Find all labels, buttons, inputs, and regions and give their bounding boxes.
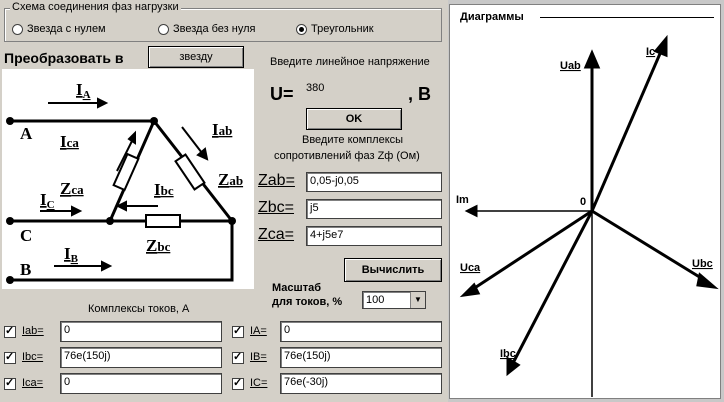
- ib-checkbox[interactable]: [232, 350, 244, 364]
- voltage-prompt: Введите линейное напряжение: [270, 56, 430, 68]
- ic-label: IC=: [250, 377, 268, 389]
- ia-label: IA=: [250, 325, 267, 337]
- ibc-checkbox[interactable]: [4, 350, 16, 364]
- radio-label: Треугольник: [311, 23, 374, 35]
- ica-checkbox[interactable]: [4, 376, 16, 390]
- svg-text:Im: Im: [456, 194, 469, 206]
- iab-output: 0: [60, 321, 222, 342]
- svg-text:IA: IA: [76, 80, 91, 101]
- zca-input[interactable]: 4+j5e7: [306, 226, 442, 246]
- svg-text:B: B: [20, 260, 31, 279]
- scale-label-2: для токов, %: [272, 296, 343, 308]
- impedance-prompt-1: Введите комплексы: [302, 134, 404, 146]
- compute-button[interactable]: Вычислить: [344, 258, 442, 282]
- svg-text:Ica: Ica: [60, 132, 79, 151]
- svg-text:Iab: Iab: [212, 120, 232, 139]
- ia-checkbox[interactable]: [232, 324, 244, 338]
- voltage-value[interactable]: 380: [306, 82, 325, 94]
- diagram-title-rule: [540, 17, 714, 18]
- svg-text:Ubc: Ubc: [692, 258, 713, 270]
- voltage-u-label: U=: [270, 84, 294, 104]
- svg-text:Ibc: Ibc: [500, 348, 516, 360]
- zab-label: Zab=: [258, 172, 295, 189]
- ib-label: IB=: [250, 351, 267, 363]
- ic-output: 76e(-30j): [280, 373, 442, 394]
- radio-label: Звезда без нуля: [173, 23, 256, 35]
- svg-text:Ic: Ic: [646, 46, 655, 58]
- scheme-groupbox: [4, 8, 442, 42]
- svg-text:IC: IC: [40, 190, 55, 211]
- radio-label: Звезда с нулем: [27, 23, 106, 35]
- radio-dot-selected: [296, 23, 307, 35]
- circuit-svg: A CB IA IC IB Ica Iab Ibc Zca Zab Zbc: [6, 80, 243, 284]
- ibc-label: Ibc=: [22, 351, 44, 363]
- ica-output: 0: [60, 373, 222, 394]
- ib-output: 76e(150j): [280, 347, 442, 368]
- svg-text:Zab: Zab: [218, 170, 243, 189]
- zab-input[interactable]: 0,05-j0,05: [306, 172, 442, 192]
- scale-value: 100: [366, 294, 385, 306]
- impedance-prompt-2: сопротивлений фаз Zф (Ом): [274, 150, 420, 162]
- radio-star-with-neutral[interactable]: Звезда с нулем: [12, 23, 106, 35]
- currents-title: Комплексы токов, А: [88, 303, 190, 315]
- svg-text:C: C: [20, 226, 32, 245]
- svg-text:0: 0: [580, 196, 586, 208]
- radio-dot: [12, 23, 23, 35]
- svg-text:Ibc: Ibc: [154, 180, 174, 199]
- svg-text:IB: IB: [64, 244, 79, 265]
- radio-dot: [158, 23, 169, 35]
- ia-output: 0: [280, 321, 442, 342]
- svg-text:Zca: Zca: [60, 179, 84, 198]
- scheme-groupbox-title: Схема соединения фаз нагрузки: [10, 1, 181, 13]
- chevron-down-icon[interactable]: ▼: [410, 292, 425, 308]
- diagram-title: Диаграммы: [460, 11, 524, 23]
- radio-triangle[interactable]: Треугольник: [296, 23, 374, 35]
- scale-label-1: Масштаб: [272, 282, 322, 294]
- svg-text:Uab: Uab: [560, 60, 581, 72]
- svg-text:Zbc: Zbc: [146, 236, 171, 255]
- vector-diagram-panel: Диаграммы Uab Ic Im 0 Uca Ubc Ibc: [449, 4, 721, 399]
- radio-star-without-neutral[interactable]: Звезда без нуля: [158, 23, 256, 35]
- zbc-label: Zbc=: [258, 199, 295, 216]
- ok-button[interactable]: OK: [306, 108, 402, 130]
- iab-label: Iab=: [22, 325, 44, 337]
- iab-checkbox[interactable]: [4, 324, 16, 338]
- ibc-output: 76e(150j): [60, 347, 222, 368]
- vector-diagram-svg: Uab Ic Im 0 Uca Ubc Ibc: [456, 34, 719, 397]
- zca-label: Zca=: [258, 226, 295, 243]
- convert-to-star-button[interactable]: звезду: [148, 46, 244, 68]
- svg-text:A: A: [20, 124, 33, 143]
- svg-text:Uca: Uca: [460, 262, 481, 274]
- convert-label: Преобразовать в: [4, 50, 124, 66]
- zbc-input[interactable]: j5: [306, 199, 442, 219]
- ica-label: Ica=: [22, 377, 44, 389]
- scale-select[interactable]: 100 ▼: [362, 291, 426, 309]
- voltage-unit: , B: [408, 84, 432, 104]
- ic-checkbox[interactable]: [232, 376, 244, 390]
